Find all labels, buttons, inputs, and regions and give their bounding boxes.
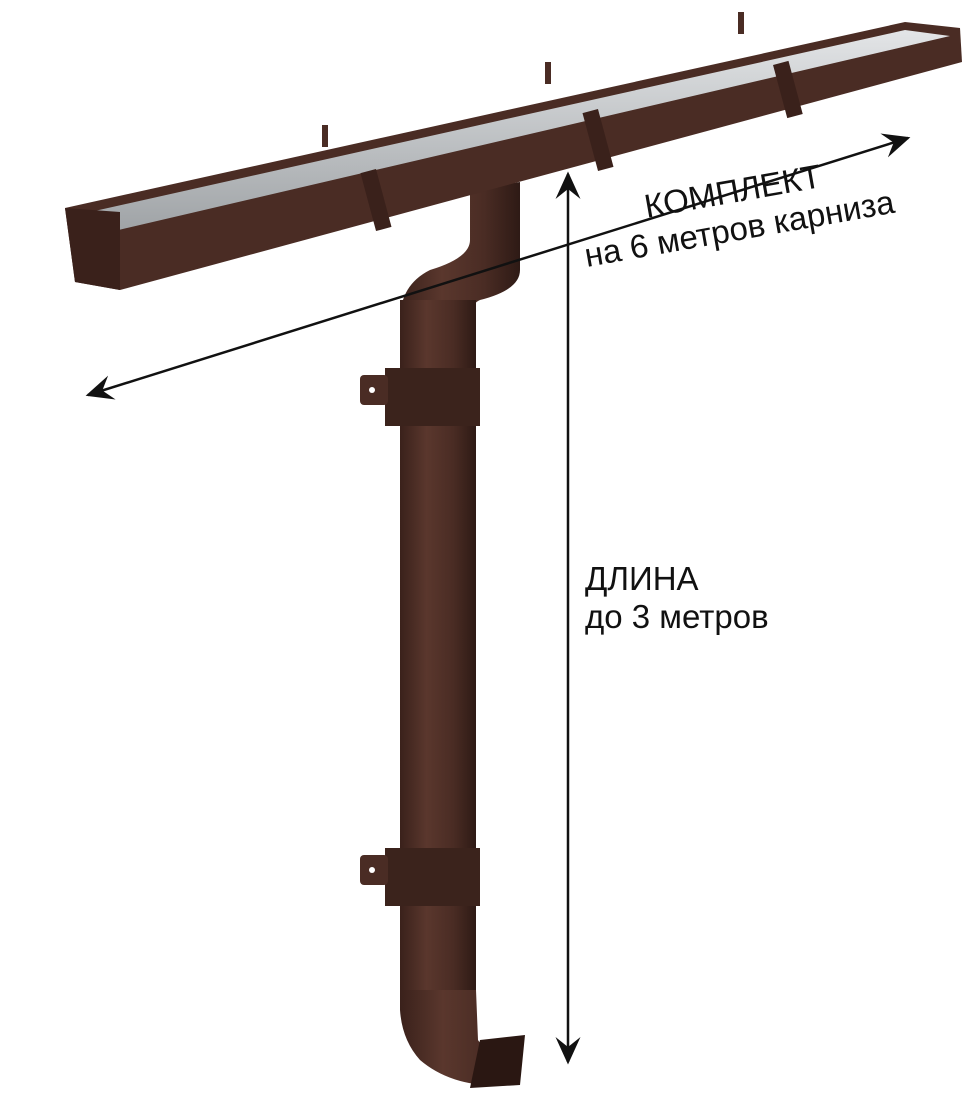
pipe-clamp-upper xyxy=(360,368,480,426)
width-arrow xyxy=(85,133,911,400)
length-subtitle: до 3 метров xyxy=(585,598,769,635)
pipe-length-label: ДЛИНА до 3 метров xyxy=(585,560,769,636)
downpipe xyxy=(400,182,525,1088)
length-title: ДЛИНА xyxy=(585,560,699,597)
pipe-clamp-lower xyxy=(360,848,480,906)
